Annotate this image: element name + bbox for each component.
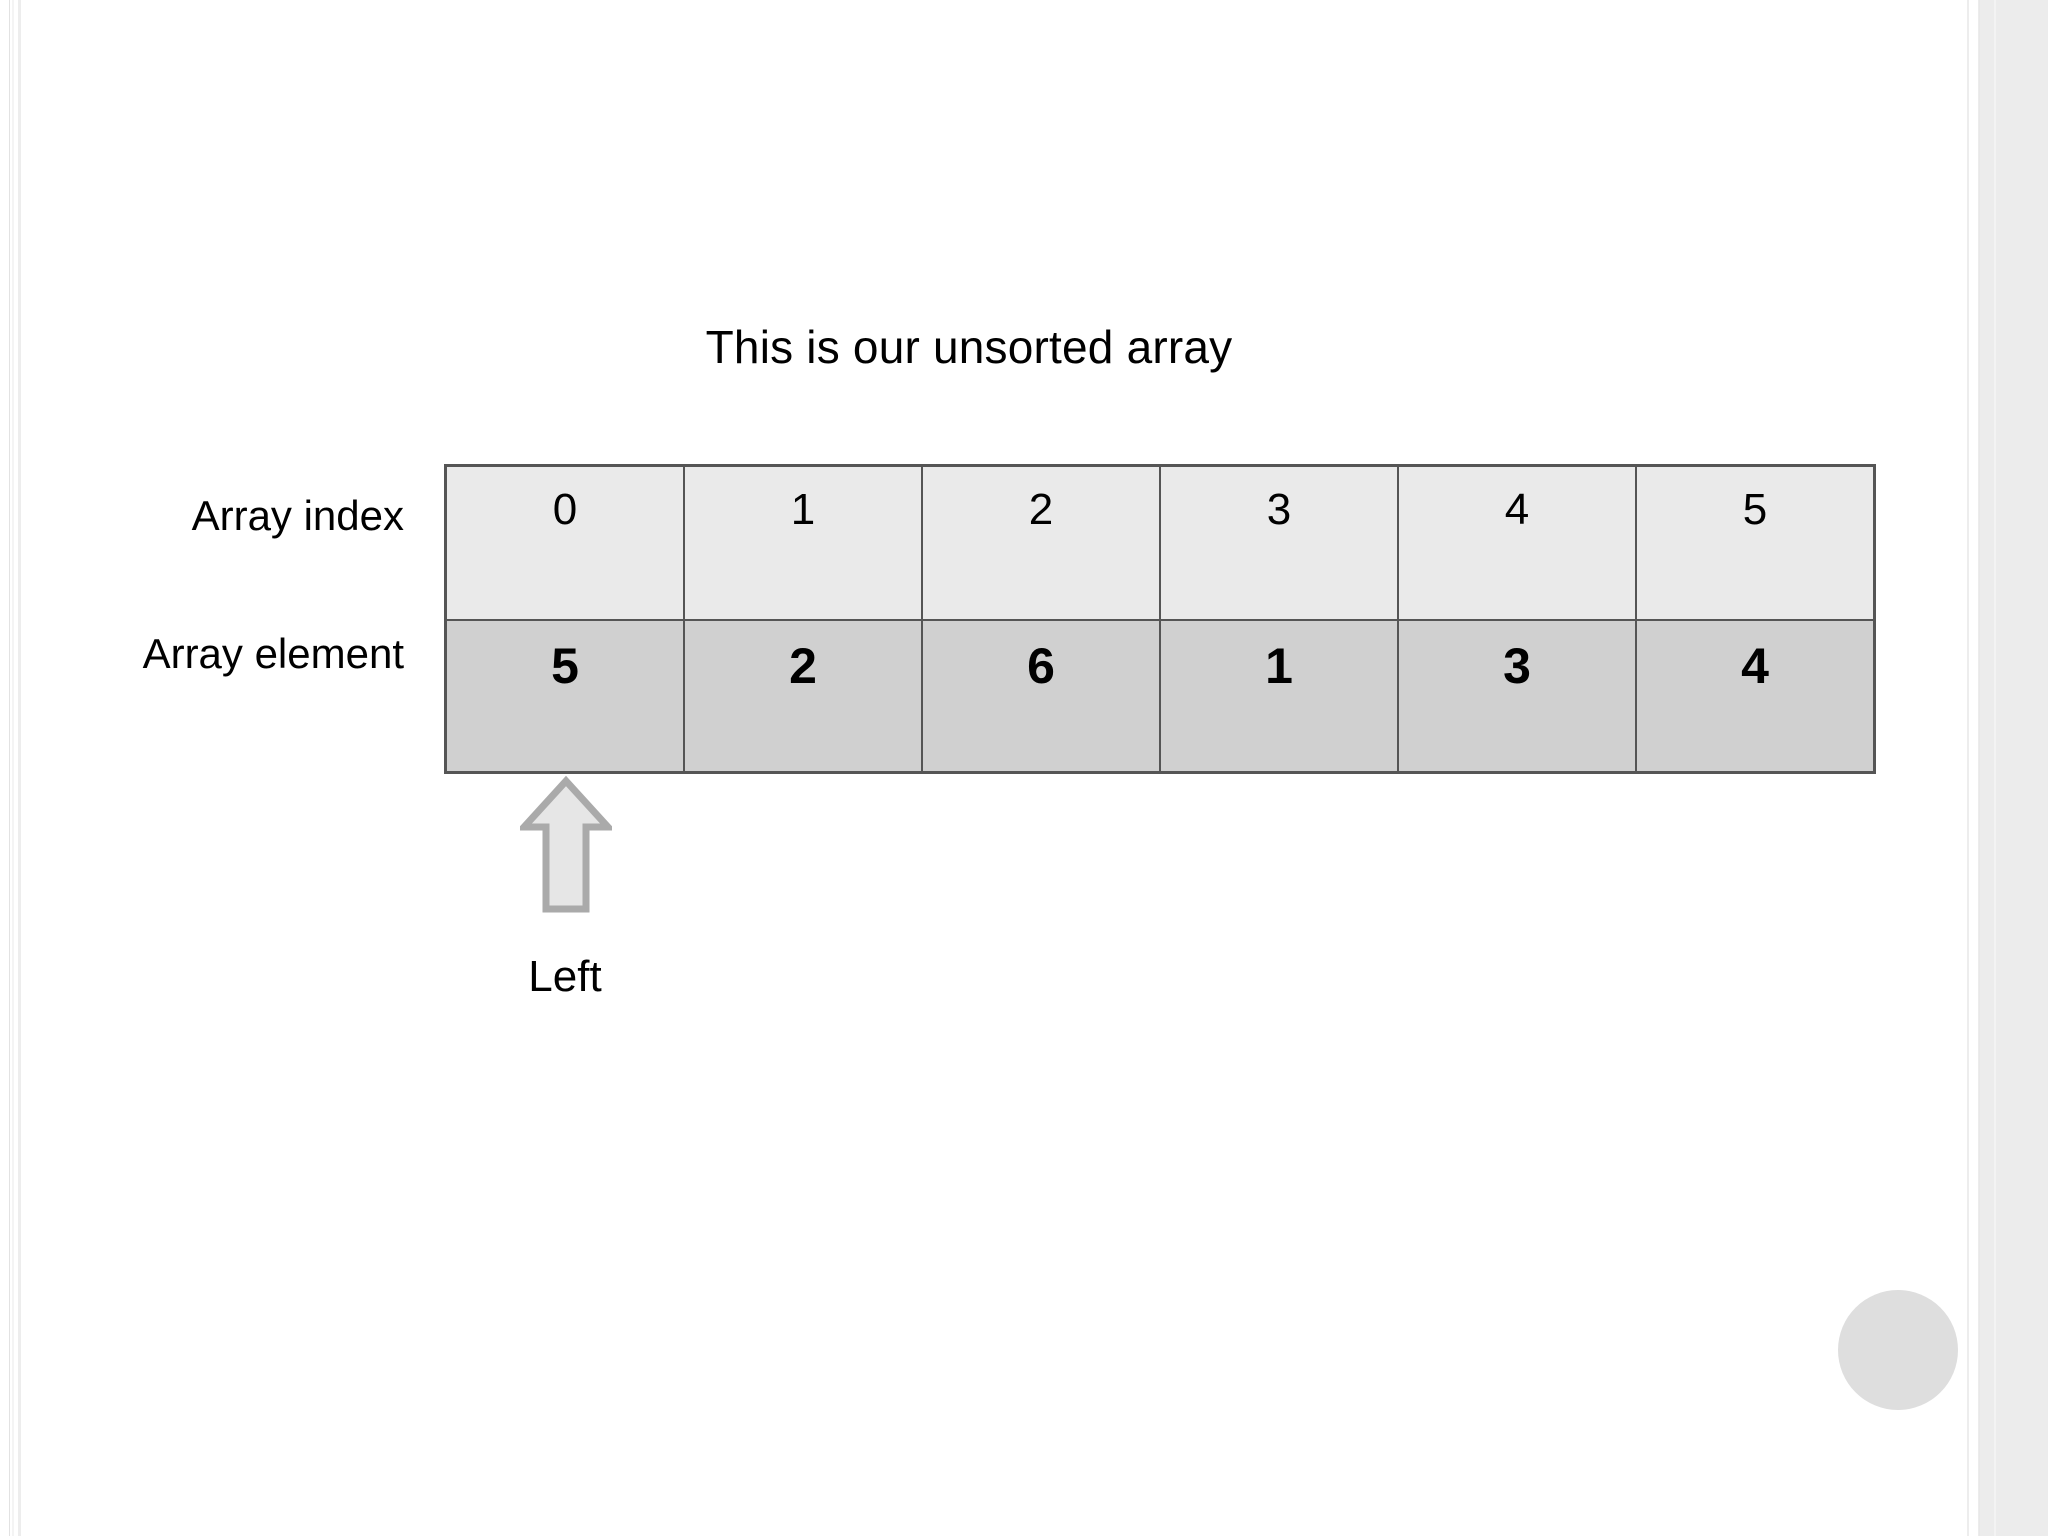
array-table: 0 1 2 3 4 5 5 2 6 1 3 4 [444,464,1876,774]
page-left-edge-line-2 [12,0,14,1536]
array-element-cell-4[interactable]: 3 [1397,619,1637,774]
page-right-white-gap [1969,0,1978,1536]
scrollbar-track[interactable] [1994,0,1996,1536]
array-element-cell-3[interactable]: 1 [1159,619,1399,774]
page-left-edge-line-1 [9,0,10,1536]
array-index-cell-0[interactable]: 0 [444,464,685,621]
page-left-edge-line-3 [18,0,21,1536]
array-element-row-label: Array element [142,630,404,677]
array-index-row: 0 1 2 3 4 5 [444,464,1876,621]
array-element-cell-0[interactable]: 5 [444,619,685,774]
array-index-cell-3[interactable]: 3 [1159,464,1399,621]
array-index-row-label: Array index [191,492,404,539]
arrow-up-icon [520,775,612,913]
left-pointer [520,775,612,915]
array-element-cell-5[interactable]: 4 [1635,619,1876,774]
array-index-cell-5[interactable]: 5 [1635,464,1876,621]
floating-action-button[interactable] [1838,1290,1958,1410]
scrollbar-edge [1979,0,1980,1536]
array-element-cell-2[interactable]: 6 [921,619,1161,774]
array-index-cell-1[interactable]: 1 [683,464,923,621]
array-index-cell-4[interactable]: 4 [1397,464,1637,621]
array-element-row: 5 2 6 1 3 4 [444,619,1876,774]
array-index-cell-2[interactable]: 2 [921,464,1161,621]
diagram-title: This is our unsorted array [705,321,1233,373]
array-element-cell-1[interactable]: 2 [683,619,923,774]
page-right-edge-line [1967,0,1969,1536]
left-pointer-caption: Left [528,952,602,1001]
right-panel-gutter[interactable] [1978,0,2048,1536]
